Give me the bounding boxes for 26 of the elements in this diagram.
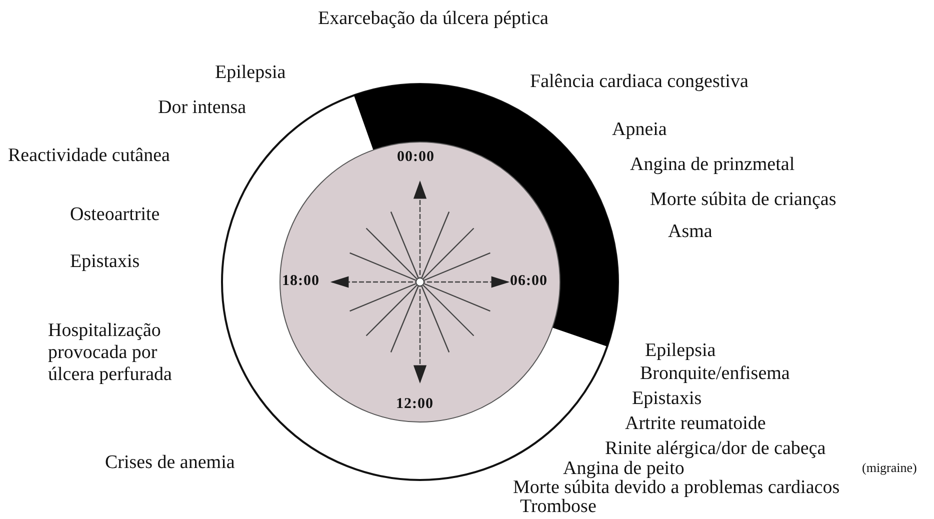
- condition-label: Artrite reumatoide: [625, 413, 766, 435]
- condition-label: Epistaxis: [632, 388, 702, 410]
- condition-label: Bronquite/enfisema: [640, 363, 790, 385]
- condition-label: Dor intensa: [158, 97, 246, 119]
- condition-label: Osteoartrite: [70, 204, 160, 226]
- condition-label: Epilepsia: [215, 62, 286, 84]
- condition-label: Trombose: [520, 496, 596, 518]
- condition-label: Reactividade cutânea: [8, 145, 170, 167]
- condition-label: Epilepsia: [645, 340, 716, 362]
- condition-label: Hospitalização provocada por úlcera perfurada: [48, 320, 173, 386]
- time-label: 18:00: [282, 273, 320, 290]
- time-label: 06:00: [510, 273, 548, 290]
- condition-label: Rinite alérgica/dor de cabeça: [605, 438, 826, 460]
- condition-label: Apneia: [612, 119, 667, 141]
- condition-label: Epistaxis: [70, 251, 140, 273]
- time-label: 00:00: [397, 149, 434, 166]
- condition-label: Asma: [668, 221, 712, 243]
- condition-label: Falência cardiaca congestiva: [530, 71, 748, 93]
- condition-label: Angina de peito: [563, 458, 684, 480]
- condition-label: Angina de prinzmetal: [630, 154, 795, 176]
- condition-label: Morte súbita devido a problemas cardiacos: [513, 477, 840, 498]
- condition-label: Morte súbita de crianças: [650, 189, 836, 211]
- condition-label: Exarcebação da úlcera péptica: [318, 8, 548, 30]
- note-text: (migraine): [862, 460, 917, 475]
- time-label: 12:00: [396, 396, 434, 413]
- condition-label: Crises de anemia: [105, 452, 235, 474]
